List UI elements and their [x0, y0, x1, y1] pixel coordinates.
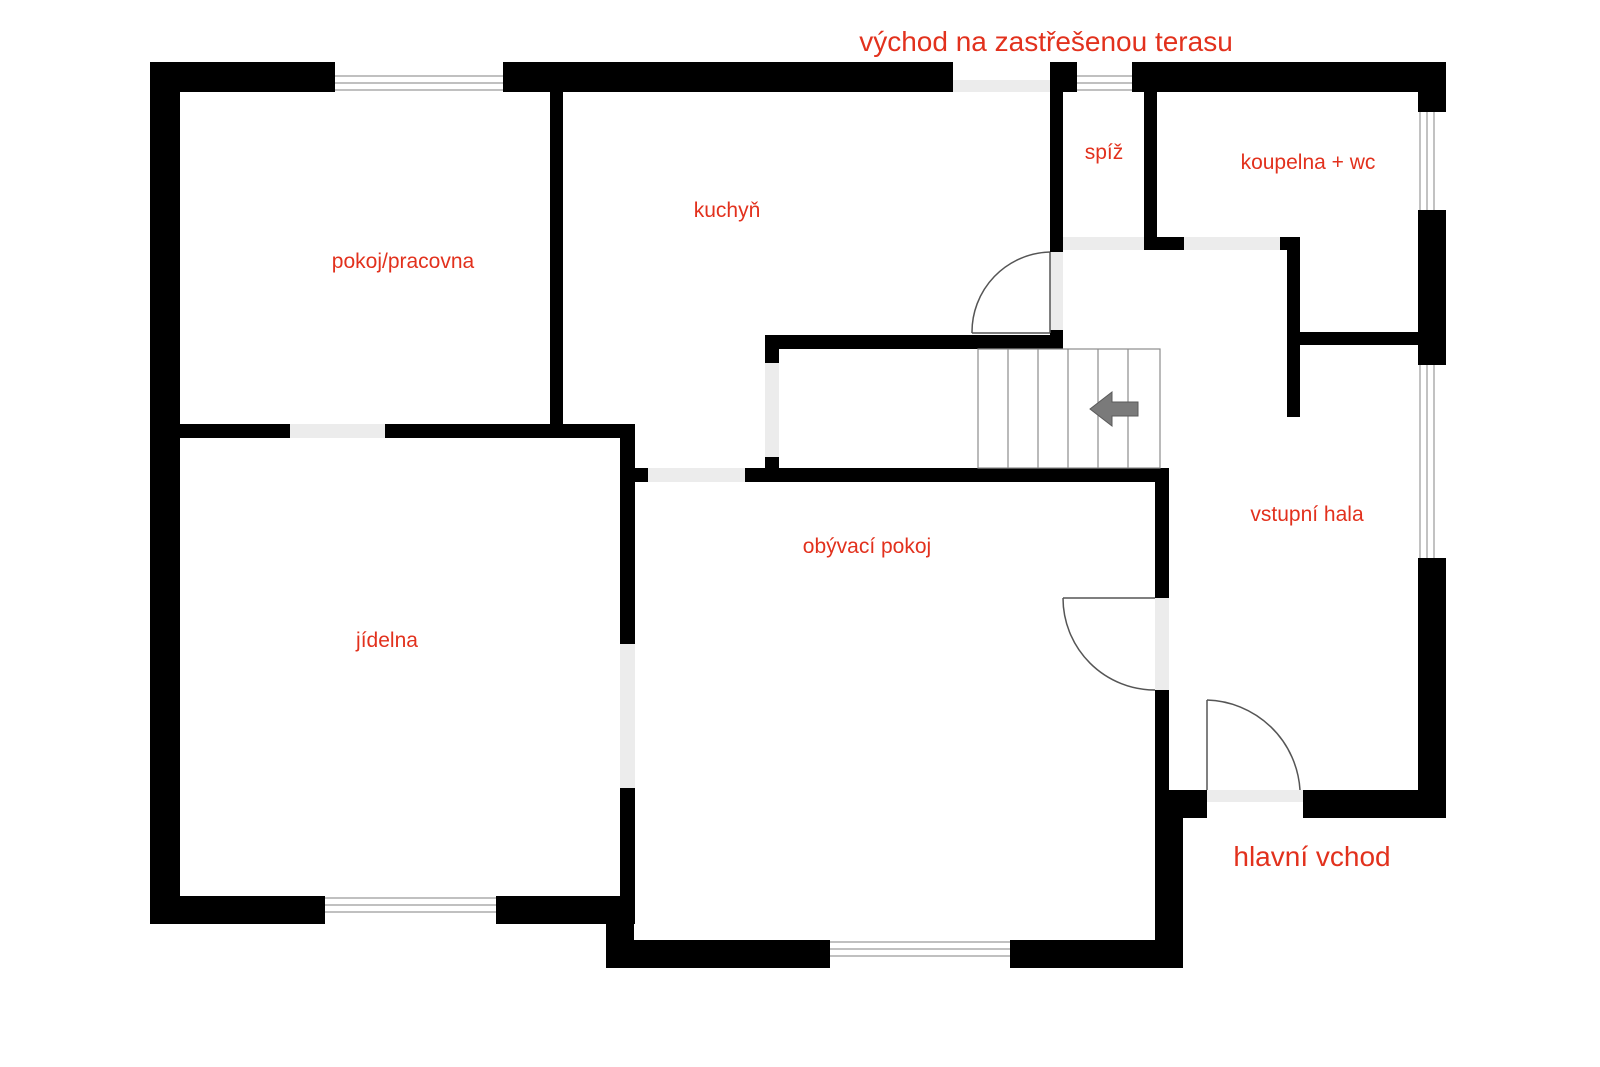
wall-bath-bottom-stub	[1144, 237, 1184, 250]
opening-dining-living	[620, 644, 635, 788]
wall-study-kitchen	[550, 92, 563, 427]
opening-stair-side	[765, 363, 779, 457]
wall-top-left	[150, 62, 335, 92]
wall-bath-bottom	[1287, 332, 1433, 345]
door-swings	[971, 251, 1301, 791]
opening-bath	[1184, 237, 1280, 250]
window-hall-right	[1418, 365, 1436, 558]
wall-top-right	[1132, 62, 1446, 92]
wall-top-pantry	[1050, 62, 1077, 92]
openings	[290, 80, 1303, 802]
wall-living-right-lower	[1155, 790, 1183, 968]
window-bath-right	[1418, 112, 1436, 210]
wall-pantry-left-lower	[1050, 330, 1063, 349]
arrow-left-icon	[1089, 390, 1139, 428]
wall-study-dining-left	[180, 424, 290, 438]
wall-kitchen-living	[745, 468, 1169, 482]
wall-pantry-left-upper	[1050, 92, 1063, 252]
terrace-exit-label: východ na zastřešenou terasu	[859, 26, 1233, 57]
window-pantry-top	[1077, 74, 1132, 92]
wall-bottom-living-left	[606, 940, 830, 968]
opening-kitchen-living	[648, 468, 745, 482]
room-label-pantry: spíž	[1085, 141, 1124, 164]
opening-pantry	[1063, 237, 1144, 250]
wall-stair-left-top	[765, 335, 779, 363]
window-dining-bottom	[325, 896, 496, 914]
wall-left	[150, 62, 180, 924]
wall-bottom-living-right	[1010, 940, 1183, 968]
room-label-dining: jídelna	[355, 629, 418, 652]
opening-living-hall	[1155, 598, 1169, 690]
room-label-kitchen: kuchyň	[694, 199, 761, 222]
door-main-entrance	[1206, 699, 1301, 791]
room-label-bathroom: koupelna + wc	[1241, 151, 1376, 174]
wall-right-hall	[1418, 558, 1446, 818]
labels: východ na zastřešenou terasu hlavní vcho…	[332, 26, 1391, 872]
windows	[325, 74, 1436, 958]
wall-living-hall-lower	[1155, 690, 1169, 790]
opening-terrace	[953, 80, 1050, 92]
wall-study-dining-right	[385, 424, 635, 438]
wall-dining-living-lower	[620, 788, 635, 924]
wall-living-hall-upper	[1155, 468, 1169, 598]
wall-stair-left-bottom	[765, 457, 779, 482]
opening-kitchen-hall	[1050, 252, 1063, 330]
wall-bottom-dining-right	[496, 896, 606, 924]
wall-bottom-dining-left	[150, 896, 325, 924]
opening-study-dining	[290, 424, 385, 438]
opening-main-entrance	[1207, 790, 1303, 802]
wall-hall-partition	[1287, 345, 1300, 417]
main-entrance-label: hlavní vchod	[1233, 841, 1390, 872]
wall-right-top-stub	[1418, 62, 1446, 112]
room-label-living: obývací pokoj	[803, 535, 931, 558]
window-living-bottom	[830, 940, 1010, 958]
wall-bath-inner	[1287, 237, 1300, 345]
window-study-top	[335, 74, 503, 92]
wall-kitchen-living-stub	[620, 468, 648, 482]
door-living-hall	[1062, 597, 1156, 691]
wall-stair-top	[765, 335, 1060, 349]
staircase	[977, 348, 1161, 469]
wall-top-mid	[503, 62, 953, 92]
interior-walls	[180, 92, 1433, 924]
outer-walls	[150, 62, 1446, 968]
wall-pantry-bath	[1144, 92, 1157, 250]
wall-dining-living-upper	[620, 424, 635, 644]
wall-hall-bottom-left	[1155, 790, 1207, 818]
room-label-hall: vstupní hala	[1250, 503, 1364, 526]
room-label-study: pokoj/pracovna	[332, 250, 475, 273]
door-kitchen-hall	[971, 251, 1051, 334]
